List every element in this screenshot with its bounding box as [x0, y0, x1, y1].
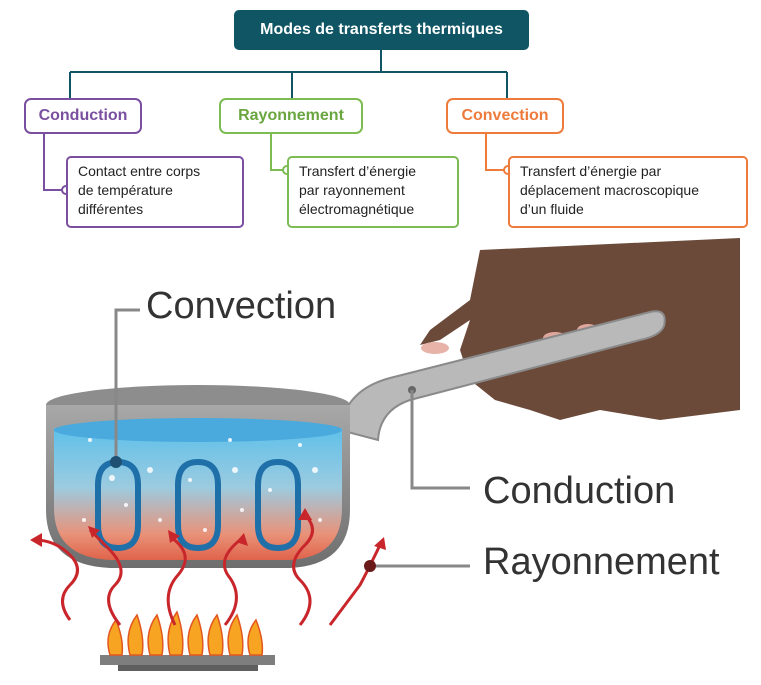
callout-lines — [114, 308, 470, 568]
description-line: électromagnétique — [299, 201, 415, 217]
description-line: Contact entre corps — [78, 163, 201, 179]
description-line: d’un fluide — [520, 201, 584, 217]
description-line: par rayonnement — [299, 182, 405, 198]
description-line: Transfert d’énergie par — [520, 163, 662, 179]
description-convection: Transfert d’énergie par déplacement macr… — [508, 156, 748, 228]
radiation-arrows — [34, 513, 382, 626]
burner — [100, 655, 275, 671]
label-rayonnement: Rayonnement — [483, 541, 720, 583]
description-line: différentes — [78, 201, 144, 217]
description-rayonnement: Transfert d’énergie par rayonnement élec… — [287, 156, 459, 228]
diagram-title: Modes de transferts thermiques — [234, 10, 529, 50]
description-line: de température — [78, 182, 173, 198]
pot-handle — [338, 310, 666, 442]
mode-conduction: Conduction — [24, 98, 142, 134]
flames — [107, 610, 264, 656]
pot — [46, 385, 350, 568]
bubbles — [82, 438, 322, 532]
tree-connectors — [43, 50, 508, 191]
label-conduction: Conduction — [483, 470, 676, 512]
description-line: Transfert d’énergie — [299, 163, 416, 179]
mode-convection: Convection — [446, 98, 564, 134]
description-line: déplacement macroscopique — [520, 182, 699, 198]
mode-rayonnement: Rayonnement — [219, 98, 363, 134]
description-conduction: Contact entre corps de température diffé… — [66, 156, 244, 228]
label-convection: Convection — [146, 285, 337, 327]
